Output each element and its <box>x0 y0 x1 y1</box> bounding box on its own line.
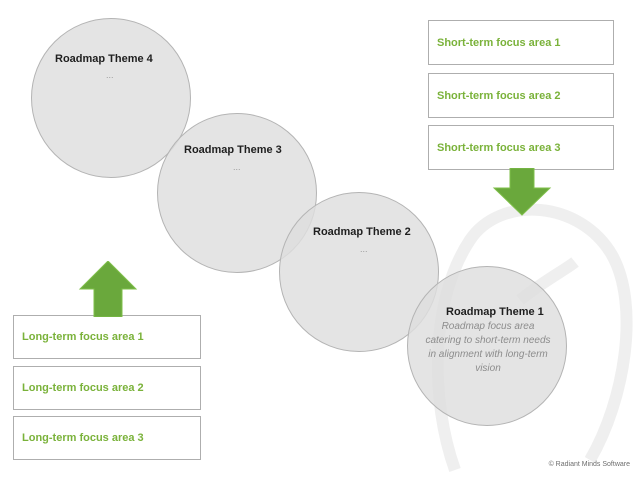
copyright-text: © Radiant Minds Software <box>548 461 630 468</box>
down-arrow-icon <box>492 168 552 216</box>
long-term-focus-3: Long-term focus area 3 <box>13 416 201 460</box>
long-term-focus-2: Long-term focus area 2 <box>13 366 201 410</box>
long-term-focus-1: Long-term focus area 1 <box>13 315 201 359</box>
theme-2-dots: ... <box>360 244 368 254</box>
theme-3-title: Roadmap Theme 3 <box>184 144 282 156</box>
theme-2-title: Roadmap Theme 2 <box>313 226 411 238</box>
theme-1-title: Roadmap Theme 1 <box>446 306 544 318</box>
theme-4-dots: ... <box>106 70 114 80</box>
theme-4-title: Roadmap Theme 4 <box>55 53 153 65</box>
theme-4-circle <box>31 18 191 178</box>
theme-1-circle <box>407 266 567 426</box>
up-arrow-icon <box>78 261 138 317</box>
short-term-focus-1: Short-term focus area 1 <box>428 20 614 65</box>
short-term-focus-2: Short-term focus area 2 <box>428 73 614 118</box>
short-term-focus-3: Short-term focus area 3 <box>428 125 614 170</box>
theme-1-description: Roadmap focus area catering to short-ter… <box>425 321 551 374</box>
theme-3-dots: ... <box>233 162 241 172</box>
